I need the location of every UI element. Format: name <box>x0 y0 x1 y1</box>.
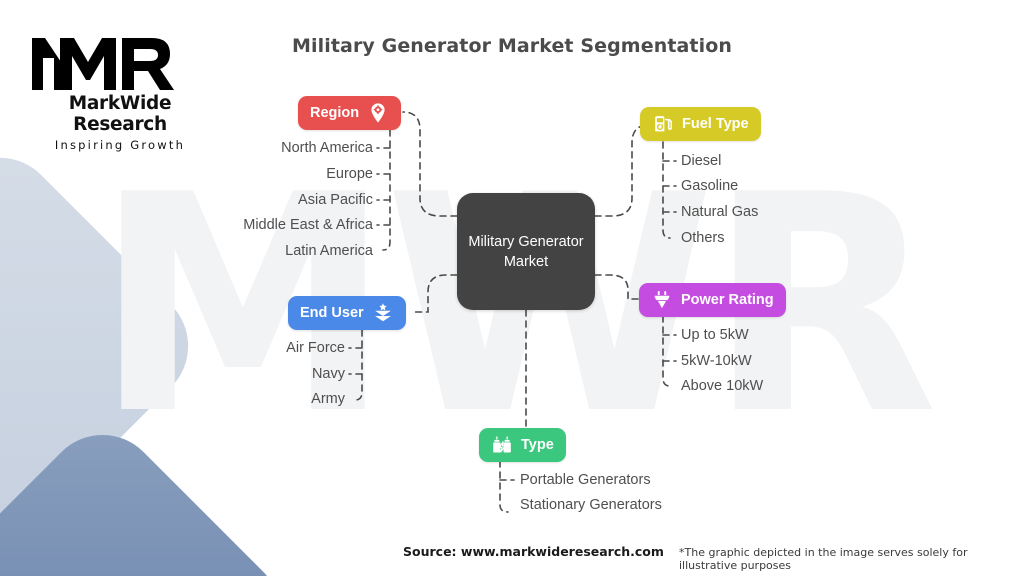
leaf-region-2: Asia Pacific <box>298 191 373 208</box>
branch-label-fuel-type: Fuel Type <box>682 116 749 132</box>
center-node-label: Military Generator Market <box>468 233 584 270</box>
wire-center-to-end-user <box>411 274 458 313</box>
logo-company-name: MarkWide Research <box>68 93 172 135</box>
wire-power-spine <box>662 315 671 387</box>
leaf-region-4: Latin America <box>285 242 373 259</box>
leaf-power-rating-0: Up to 5kW <box>681 326 749 343</box>
military-rank-icon <box>374 303 391 322</box>
power-plug-icon <box>654 291 670 309</box>
leaf-type-0: Portable Generators <box>520 471 651 488</box>
leaf-power-rating-1: 5kW-10kW <box>681 352 752 369</box>
disclaimer-text: *The graphic depicted in the image serve… <box>679 546 968 572</box>
leaf-type-1: Stationary Generators <box>520 496 662 513</box>
brand-logo: MarkWide Research Inspiring Growth <box>30 34 210 152</box>
source-text: Source: www.markwideresearch.com <box>403 544 664 559</box>
leaf-region-0: North America <box>281 139 373 156</box>
center-node: Military Generator Market <box>457 193 595 310</box>
wire-type-spine <box>499 460 509 513</box>
wire-region-spine <box>382 129 391 251</box>
leaf-end-user-0: Air Force <box>286 339 345 356</box>
leaf-region-3: Middle East & Africa <box>243 216 373 233</box>
location-pin-icon <box>371 103 385 123</box>
branch-label-end-user: End User <box>300 305 364 321</box>
page-title: Military Generator Market Segmentation <box>292 35 732 57</box>
leaf-fuel-type-0: Diesel <box>681 152 722 169</box>
branch-badge-region[interactable]: Region <box>298 96 402 130</box>
branch-badge-power-rating[interactable]: Power Rating <box>639 283 786 317</box>
fuel-pump-icon <box>655 116 673 132</box>
wire-center-to-fuel-type <box>594 124 650 217</box>
branch-badge-end-user[interactable]: End User <box>288 296 406 330</box>
mwr-logo-icon <box>32 38 174 90</box>
branch-label-region: Region <box>310 105 360 121</box>
branch-badge-fuel-type[interactable]: Fuel Type <box>640 107 761 141</box>
wire-center-to-power-rating <box>594 274 642 300</box>
leaf-region-1: Europe <box>326 165 373 182</box>
wire-fuel-spine <box>662 141 671 239</box>
leaf-end-user-1: Navy <box>311 365 345 382</box>
branch-label-power-rating: Power Rating <box>681 292 774 308</box>
leaf-end-user-2: Army <box>311 390 345 407</box>
generator-icon <box>493 436 511 453</box>
wire-center-to-region <box>402 111 458 217</box>
logo-tagline: Inspiring Growth <box>54 138 186 152</box>
leaf-fuel-type-2: Natural Gas <box>681 203 759 220</box>
branch-label-type: Type <box>521 437 554 453</box>
leaf-fuel-type-1: Gasoline <box>681 177 739 194</box>
branch-badge-type[interactable]: Type <box>479 428 566 462</box>
leaf-fuel-type-3: Others <box>681 229 725 246</box>
leaf-power-rating-2: Above 10kW <box>681 377 764 394</box>
wire-enduser-spine <box>354 329 363 401</box>
